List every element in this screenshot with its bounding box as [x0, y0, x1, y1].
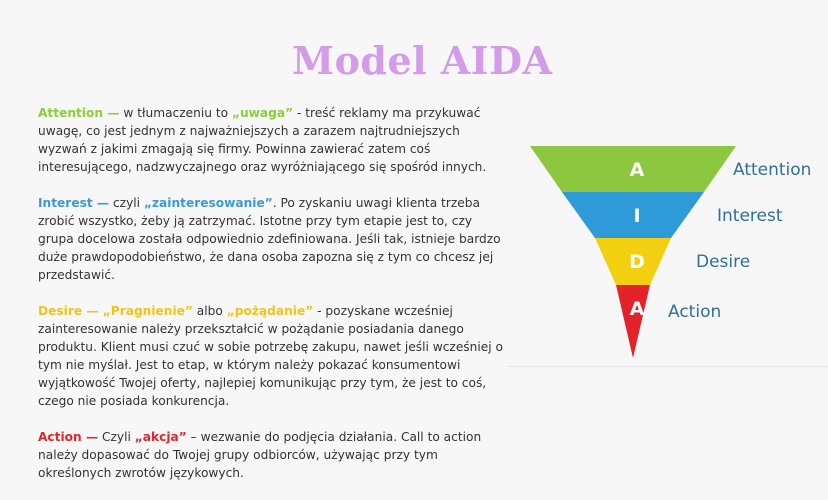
attention-text-2: - treść reklamy ma przykuwać uwagę, co j…	[38, 106, 487, 174]
attention-quote: „uwaga”	[231, 106, 294, 120]
funnel-letter-action: A	[630, 298, 645, 320]
action-quote: „akcja”	[134, 430, 187, 444]
funnel-segment-interest	[562, 192, 704, 238]
funnel-label-interest: Interest	[717, 206, 783, 226]
funnel-label-attention: Attention	[733, 160, 811, 180]
page-title: Model AIDA	[292, 38, 553, 83]
funnel-segment-action	[616, 285, 650, 358]
funnel-letter-desire: D	[629, 251, 645, 273]
desire-quote-1: „Pragnienie”	[98, 304, 193, 318]
funnel-letter-attention: A	[630, 159, 645, 181]
interest-text-2: . Po zyskaniu uwagi klienta trzeba zrobi…	[38, 196, 501, 282]
funnel-label-action: Action	[668, 302, 721, 322]
paragraph-action: Action — Czyli „akcja” – wezwanie do pod…	[38, 428, 508, 482]
desire-heading: Desire —	[38, 304, 99, 318]
desire-text-2: - pozyskane wcześniej zainteresowanie na…	[38, 304, 503, 408]
desire-quote-2: „pożądanie”	[226, 304, 314, 318]
funnel-letter-interest: I	[633, 205, 640, 227]
desire-text-1: albo	[192, 304, 227, 318]
attention-text-1: w tłumaczeniu to	[119, 106, 232, 120]
paragraph-desire: Desire — „Pragnienie” albo „pożądanie” -…	[38, 302, 508, 410]
paragraph-attention: Attention — w tłumaczeniu to „uwaga” - t…	[38, 104, 508, 176]
aida-funnel-diagram: A I D A Attention Interest Desire Action	[530, 146, 811, 358]
funnel-label-desire: Desire	[696, 252, 750, 272]
attention-heading: Attention —	[38, 106, 120, 120]
interest-quote: „zainteresowanie”	[143, 196, 273, 210]
action-text-1: Czyli	[98, 430, 135, 444]
paragraph-interest: Interest — czyli „zainteresowanie”. Po z…	[38, 194, 508, 284]
divider-line	[508, 366, 828, 367]
description-text: Attention — w tłumaczeniu to „uwaga” - t…	[38, 104, 508, 500]
interest-text-1: czyli	[109, 196, 144, 210]
funnel-segment-attention	[530, 146, 736, 192]
action-heading: Action —	[38, 430, 99, 444]
interest-heading: Interest —	[38, 196, 110, 210]
funnel-segment-desire	[595, 238, 671, 285]
